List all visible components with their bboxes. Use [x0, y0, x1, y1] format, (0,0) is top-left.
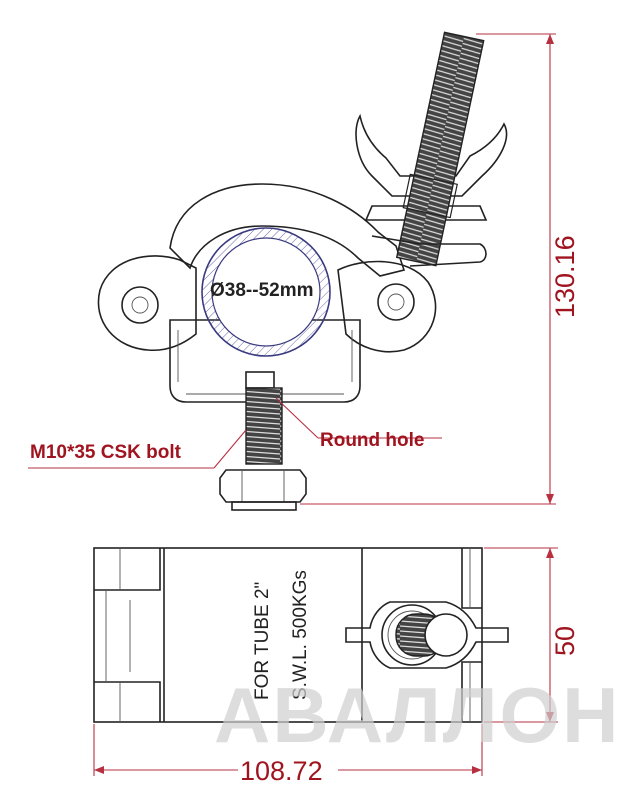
main-threaded-bolt — [395, 31, 485, 267]
depth-dimension — [484, 547, 558, 723]
wing-nut — [355, 113, 508, 197]
side-text-line1: FOR TUBE 2" — [252, 582, 273, 700]
clamp-side-view: FOR TUBE 2" S.W.L. 500KGs — [93, 547, 509, 723]
clamp-right-lobe — [337, 260, 437, 353]
bolt-head — [245, 371, 275, 389]
right-hinge-hole — [377, 283, 415, 321]
height-dimension — [300, 33, 556, 505]
clamp-left-lobe — [97, 255, 197, 352]
bolt-label: M10*35 CSK bolt — [30, 442, 182, 463]
side-wing-nut — [345, 601, 509, 669]
left-hinge-hole — [121, 286, 159, 324]
lower-nut — [219, 469, 307, 503]
side-view-outline — [93, 547, 483, 723]
clamp-hook-body — [169, 183, 406, 277]
width-dimension-value: 108.72 — [240, 756, 323, 786]
height-dimension-value: 130.16 — [550, 235, 580, 318]
round-hole-leader-line — [275, 397, 319, 439]
clamp-lower-body — [169, 319, 361, 403]
lower-threaded-bolt — [245, 387, 283, 465]
bolt-leader-line — [213, 429, 247, 469]
clamp-front-view — [97, 31, 508, 511]
side-text-line2: S.W.L. 500KGs — [290, 570, 311, 700]
watermark-text: АВАЛЛОН — [214, 671, 621, 759]
tube-section-inner — [211, 237, 321, 347]
tube-diameter-label: Ø38--52mm — [210, 280, 314, 301]
depth-dimension-value: 50 — [550, 626, 580, 656]
round-hole-label: Round hole — [320, 430, 424, 451]
